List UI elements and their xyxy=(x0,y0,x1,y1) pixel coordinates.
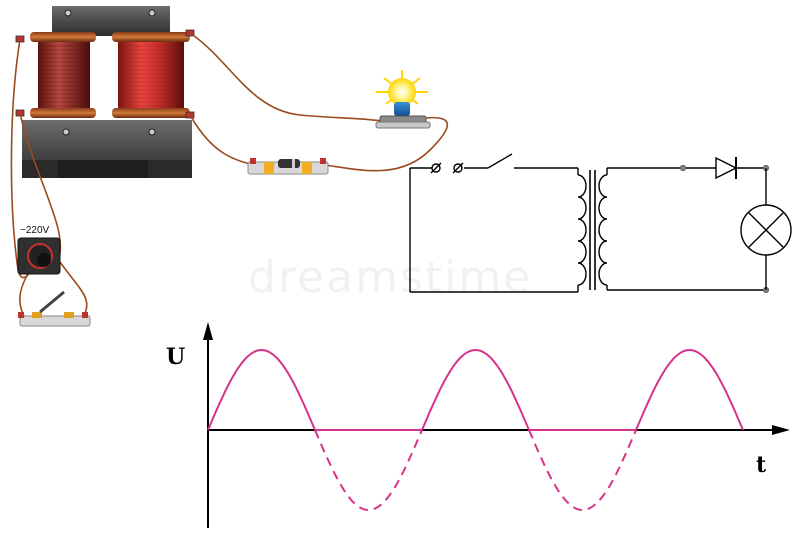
y-axis-arrow xyxy=(203,322,213,340)
blocked-half-cycle-4 xyxy=(528,429,637,512)
secondary-coil xyxy=(112,32,190,118)
positive-half-cycle-5 xyxy=(635,348,744,431)
schematic-primary-winding xyxy=(577,174,587,286)
y-axis-label: U xyxy=(166,344,185,370)
blocked-half-cycle-2 xyxy=(314,429,423,512)
schematic-switch xyxy=(487,153,513,169)
schematic-lamp xyxy=(740,204,792,256)
knife-switch xyxy=(18,290,91,327)
transformer xyxy=(15,6,195,178)
voltage-graph: U t xyxy=(166,322,790,528)
x-axis-arrow xyxy=(772,425,790,435)
supply-label: ~220V xyxy=(20,225,50,236)
schematic-secondary-winding xyxy=(598,174,608,286)
diode-component xyxy=(247,158,329,175)
rectified-waveform xyxy=(207,348,744,431)
power-socket: ~220V xyxy=(17,225,61,275)
positive-half-cycle-3 xyxy=(421,348,530,431)
primary-coil xyxy=(30,32,96,118)
blocked-half-waves xyxy=(314,429,637,512)
schematic-diode xyxy=(715,156,738,180)
x-axis-label: t xyxy=(756,452,767,478)
lamp xyxy=(375,70,431,129)
positive-half-cycle-1 xyxy=(207,348,316,431)
watermark: dreamstime xyxy=(248,252,532,303)
schematic xyxy=(409,153,792,294)
lamp-glow xyxy=(388,78,416,106)
